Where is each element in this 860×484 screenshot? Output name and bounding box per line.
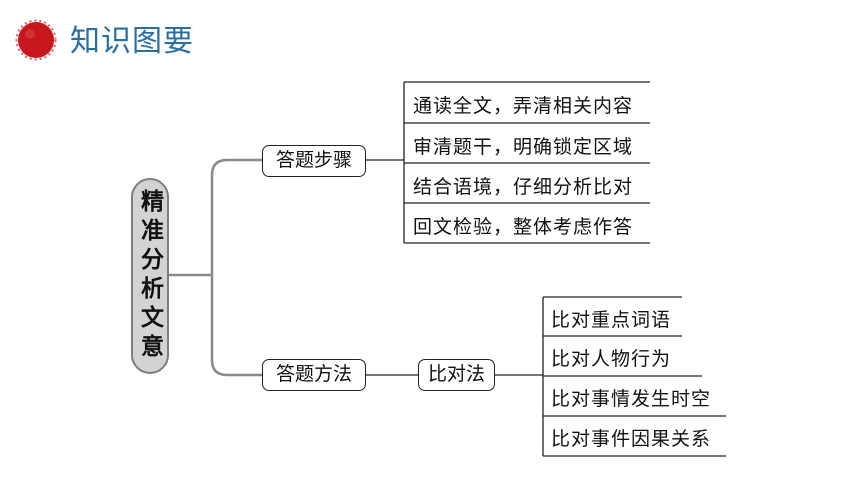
- method-item: 比对人物行为: [551, 348, 672, 370]
- branch-method-node: 答题方法: [262, 359, 366, 391]
- method-node: 比对法: [418, 359, 495, 391]
- page-title: 知识图要: [70, 24, 194, 59]
- root-label: 精准分析文意: [136, 189, 164, 363]
- branch-steps-node: 答题步骤: [262, 145, 366, 177]
- step-item: 回文检验，整体考虑作答: [413, 216, 634, 238]
- method-item: 比对事情发生时空: [551, 388, 712, 410]
- step-item: 审清题干，明确锁定区域: [413, 136, 634, 158]
- method-item: 比对重点词语: [551, 309, 672, 331]
- red-circle-icon: [15, 19, 57, 61]
- method-item: 比对事件因果关系: [551, 428, 712, 450]
- root-node: 精准分析文意: [131, 178, 169, 374]
- step-item: 结合语境，仔细分析比对: [413, 176, 634, 198]
- step-item: 通读全文，弄清相关内容: [413, 95, 634, 117]
